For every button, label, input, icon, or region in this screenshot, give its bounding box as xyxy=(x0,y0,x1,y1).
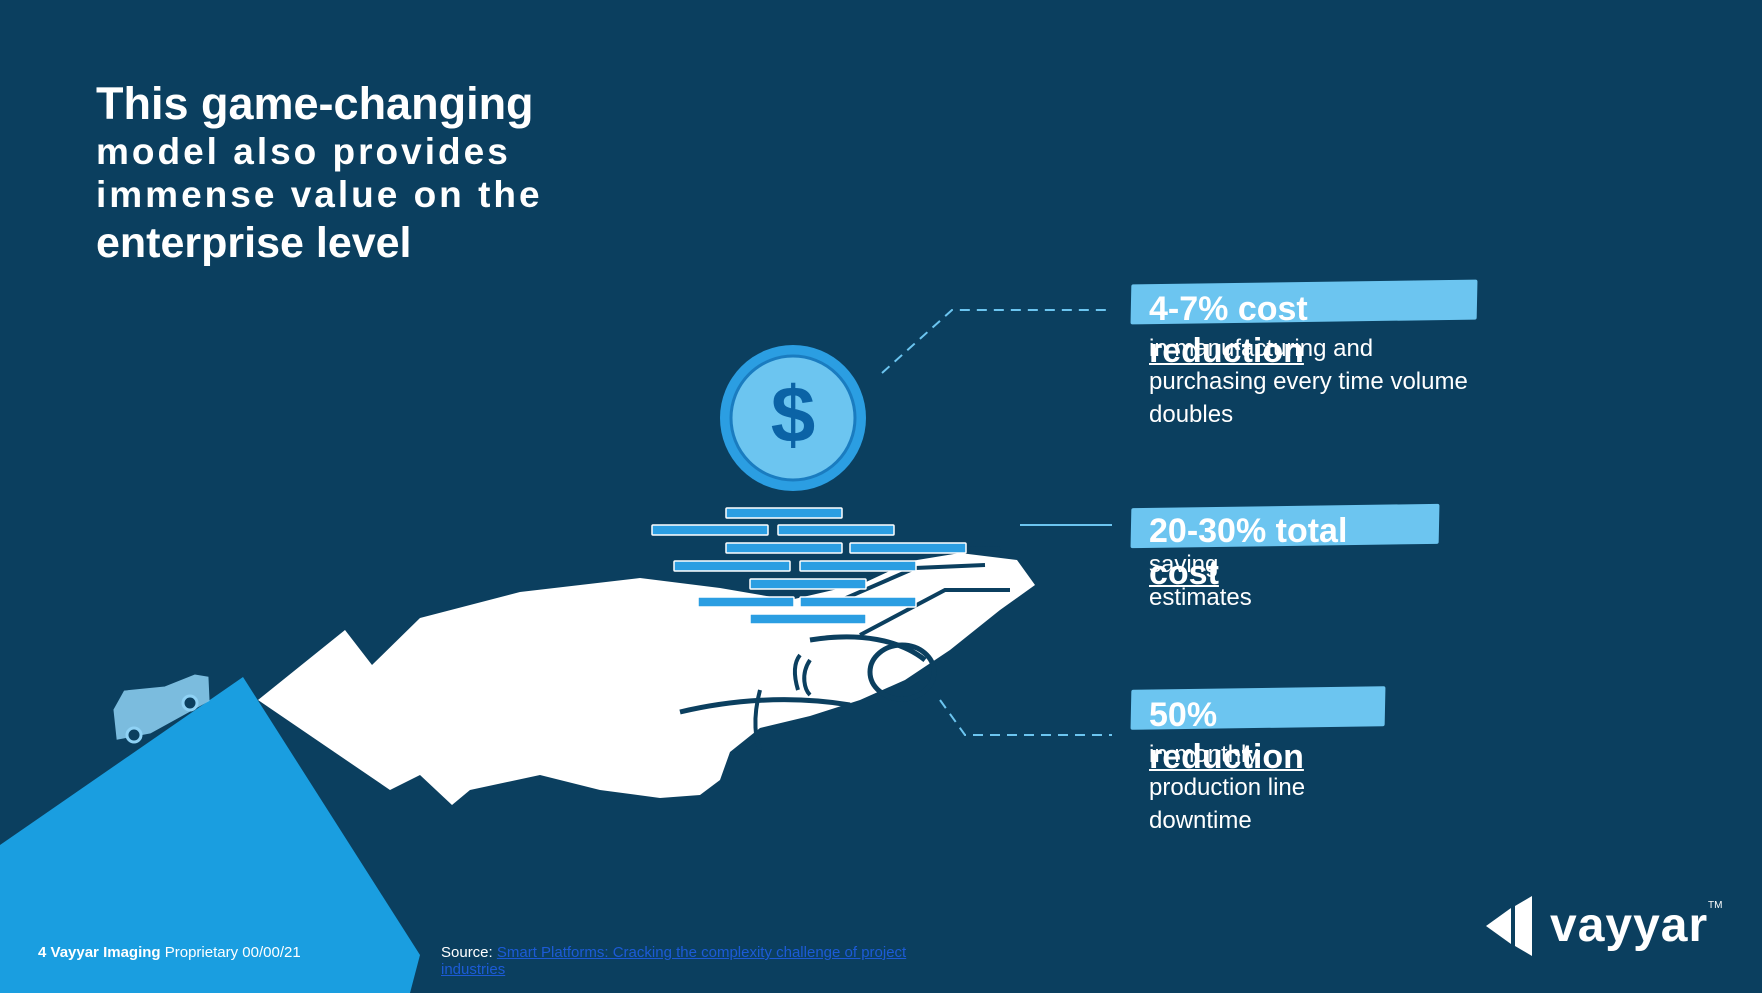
data-bars xyxy=(651,507,967,625)
sleeve-shape xyxy=(0,677,420,993)
stat-total-saving: 20-30% total cost saving estimates xyxy=(1130,503,1481,616)
slide-title: This game-changing model also provides i… xyxy=(96,78,696,270)
stat-cost-reduction: 4-7% cost reduction in manufacturing and… xyxy=(1130,279,1481,442)
title-line-2: model also provides xyxy=(96,131,511,172)
title-line-1: This game-changing xyxy=(96,78,534,129)
vayyar-logo-mark xyxy=(1486,896,1532,956)
dollar-coin-icon xyxy=(720,345,866,491)
hand-shape xyxy=(258,546,1035,805)
page-number: 4 xyxy=(38,944,47,961)
company-name: Vayyar Imaging xyxy=(50,944,161,961)
stat-description: in manufacturing and purchasing every ti… xyxy=(1149,335,1468,428)
title-line-4: enterprise level xyxy=(96,219,412,267)
stat-description: saving estimates xyxy=(1149,551,1252,611)
stat-description: in monthly production line downtime xyxy=(1149,741,1306,834)
source-label: Source: xyxy=(441,944,493,961)
footer-info: 4 Vayyar Imaging Proprietary 00/00/21 xyxy=(38,944,301,961)
stat-downtime-reduction: 50% reduction in monthly production line… xyxy=(1130,686,1481,848)
proprietary-label: Proprietary 00/00/21 xyxy=(164,944,301,961)
source-citation: Source: Smart Platforms: Cracking the co… xyxy=(441,944,931,978)
logo-trademark: TM xyxy=(1708,900,1723,911)
stat-headline: 4-7% cost reduction xyxy=(1149,290,1308,370)
logo-text: vayyar xyxy=(1550,899,1709,952)
connector-lines xyxy=(881,309,1112,736)
vayyar-logo: vayyar TM xyxy=(1484,896,1724,966)
car-icon xyxy=(113,674,210,744)
stat-headline: 20-30% total cost xyxy=(1149,512,1348,592)
source-link[interactable]: Smart Platforms: Cracking the complexity… xyxy=(441,944,907,978)
coin-symbol: $ xyxy=(770,370,816,459)
stat-headline: 50% reduction xyxy=(1149,696,1304,776)
title-line-3: immense value on the xyxy=(96,174,543,215)
